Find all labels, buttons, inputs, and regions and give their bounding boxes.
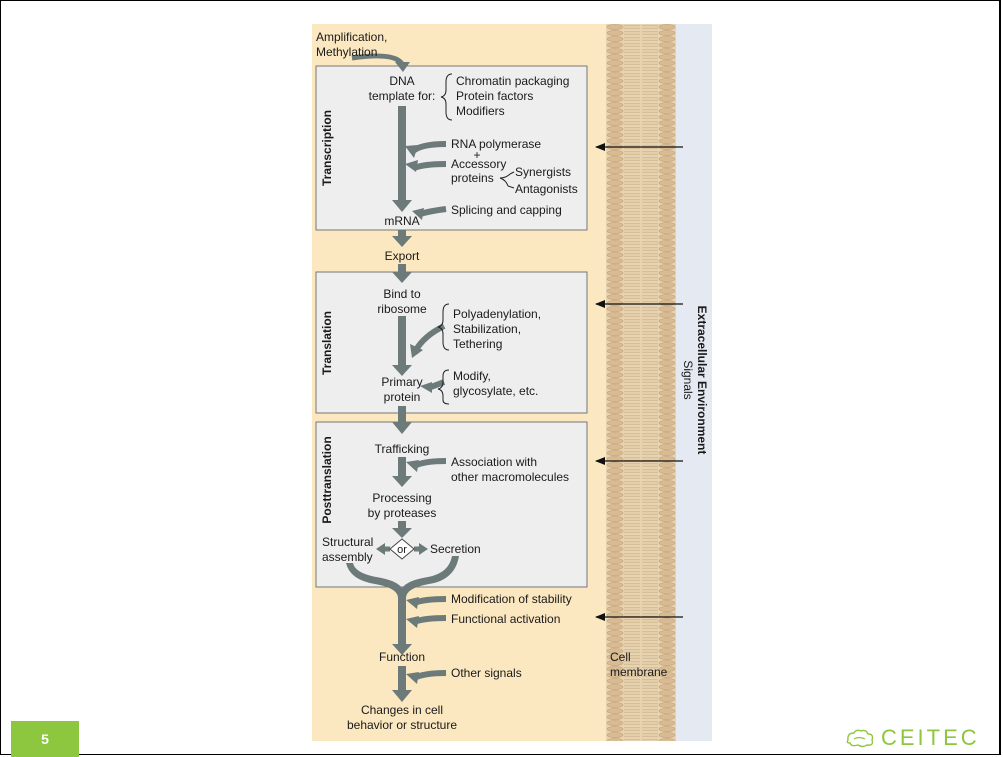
macromolecules-text: other macromolecules: [451, 470, 569, 484]
proteases-text: by proteases: [368, 506, 437, 520]
rna-polymerase-text: RNA polymerase: [451, 137, 541, 151]
page-number: 5: [41, 731, 49, 747]
section-label-posttranslation: Posttranslation: [320, 436, 334, 523]
synergists-text: Synergists: [515, 165, 571, 179]
proteins-text: proteins: [451, 171, 494, 185]
extracellular-label: Extracellular Environment: [695, 306, 709, 455]
methylation-text: Methylation: [316, 45, 377, 59]
trafficking-text: Trafficking: [375, 442, 430, 456]
polyadenylation-text: Polyadenylation,: [453, 307, 541, 321]
primary-text: Primary: [381, 375, 422, 389]
changes-text: Changes in cell: [361, 703, 443, 717]
synergists-fork: [499, 173, 511, 187]
extracellular-background: [676, 24, 712, 741]
cell-text: Cell: [610, 650, 631, 664]
function-text: Function: [379, 650, 425, 664]
glycosylate-text: glycosylate, etc.: [453, 384, 538, 398]
tethering-text: Tethering: [453, 337, 502, 351]
behavior-text: behavior or structure: [347, 718, 457, 732]
or-text: or: [397, 544, 407, 556]
or-diamond: [389, 538, 415, 560]
protein-text: protein: [384, 390, 421, 404]
chromatin-text: Chromatin packaging: [456, 74, 569, 88]
modify-text: Modify,: [453, 369, 491, 383]
main-flow-arrows: [346, 106, 459, 702]
modify-brace: [437, 369, 450, 405]
page-number-badge: 5: [11, 721, 79, 757]
processing-text: Processing: [372, 491, 431, 505]
mrna-text: mRNA: [384, 214, 419, 228]
membrane-text: membrane: [610, 665, 668, 679]
secretion-text: Secretion: [430, 542, 481, 556]
export-text: Export: [385, 249, 420, 263]
signal-arrows: [595, 143, 683, 621]
accessory-text: Accessory: [451, 157, 506, 171]
template-brace: [440, 73, 453, 121]
stabilization-text: Stabilization,: [453, 322, 521, 336]
association-text: Association with: [451, 455, 537, 469]
transcription-box: [315, 65, 588, 231]
assembly-text: assembly: [322, 550, 373, 564]
amplification-text: Amplification,: [316, 30, 387, 44]
structural-text: Structural: [322, 535, 373, 549]
logo-text: CEITEC: [881, 725, 980, 750]
translation-box: [315, 271, 588, 414]
modification-text: Modification of stability: [451, 592, 572, 606]
section-label-translation: Translation: [320, 311, 334, 375]
ceitec-logo: CEITEC: [845, 724, 980, 752]
dna-text: DNA: [389, 74, 414, 88]
activation-text: Functional activation: [451, 612, 560, 626]
polyadenylation-brace: [437, 303, 450, 351]
signals-label: Signals: [681, 360, 695, 399]
template-for-text: template for:: [369, 89, 436, 103]
ribosome-text: ribosome: [377, 302, 427, 316]
bind-to-text: Bind to: [383, 287, 421, 301]
logo-mark-icon: [846, 729, 874, 748]
modifiers-text: Modifiers: [456, 104, 505, 118]
section-label-transcription: Transcription: [320, 110, 334, 186]
membrane: [606, 24, 676, 741]
antagonists-text: Antagonists: [515, 182, 578, 196]
other-signals-text: Other signals: [451, 666, 522, 680]
plus-text: +: [473, 148, 480, 162]
splicing-text: Splicing and capping: [451, 203, 562, 217]
protein-factors-text: Protein factors: [456, 89, 533, 103]
